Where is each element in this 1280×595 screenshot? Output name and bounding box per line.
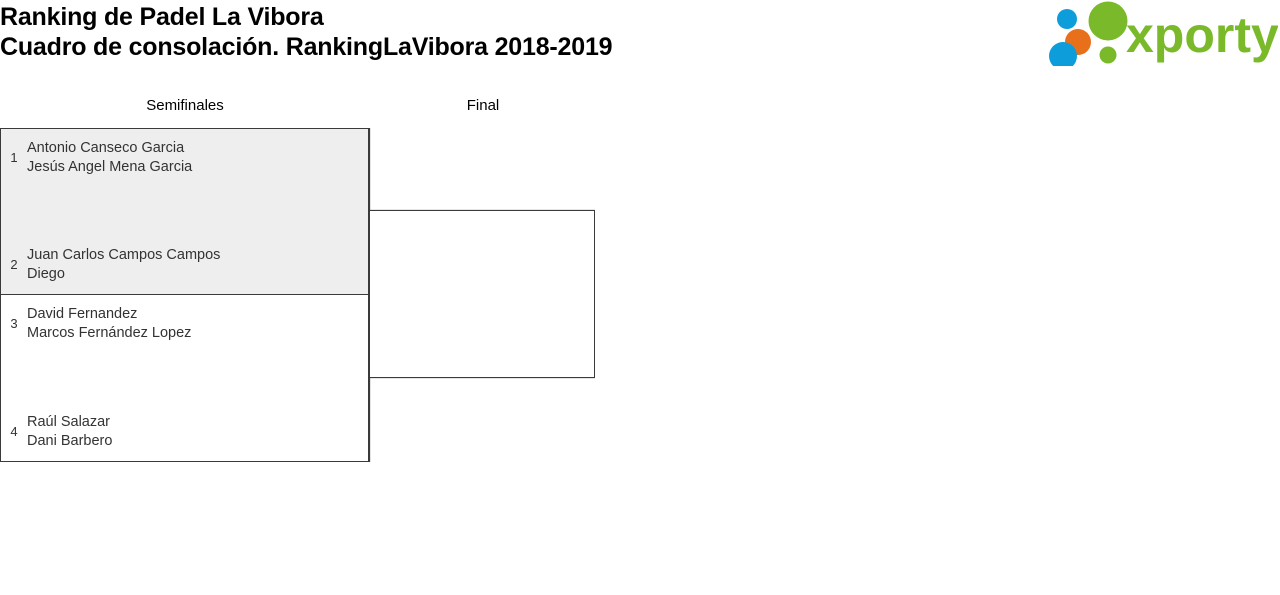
xporty-logo[interactable]: xporty xyxy=(1046,0,1278,66)
page-title-line-1: Ranking de Padel La Vibora xyxy=(0,3,324,31)
team-seed-2[interactable]: 2 Juan Carlos Campos Campos Diego xyxy=(1,246,220,284)
match-semifinal-2[interactable]: 3 David Fernandez Marcos Fernández Lopez… xyxy=(0,294,369,462)
player-name: Raúl Salazar xyxy=(27,414,111,430)
match-final[interactable] xyxy=(369,210,595,378)
player-names: Raúl Salazar Dani Barbero xyxy=(27,413,112,451)
player-name: David Fernandez xyxy=(27,306,138,322)
seed-number: 2 xyxy=(10,257,18,272)
player-name: Juan Carlos Campos Campos xyxy=(27,247,221,263)
player-name: Diego xyxy=(27,266,65,282)
logo-dot-blue-small xyxy=(1057,9,1077,29)
page-title: Ranking de Padel La Vibora Cuadro de con… xyxy=(0,2,613,62)
seed-number: 4 xyxy=(10,424,18,439)
round-header-final: Final xyxy=(466,97,500,114)
player-name: Marcos Fernández Lopez xyxy=(27,325,192,341)
round-header-semifinales: Semifinales xyxy=(146,97,224,114)
page-header: Ranking de Padel La Vibora Cuadro de con… xyxy=(0,0,1280,80)
player-name: Jesús Angel Mena Garcia xyxy=(27,159,193,175)
match-semifinal-1[interactable]: 1 Antonio Canseco Garcia Jesús Angel Men… xyxy=(0,128,369,295)
player-names: Antonio Canseco Garcia Jesús Angel Mena … xyxy=(27,139,192,177)
team-seed-4[interactable]: 4 Raúl Salazar Dani Barbero xyxy=(1,413,112,451)
logo-dot-green-small xyxy=(1099,46,1117,64)
player-names: Juan Carlos Campos Campos Diego xyxy=(27,246,220,284)
team-seed-1[interactable]: 1 Antonio Canseco Garcia Jesús Angel Men… xyxy=(1,139,192,177)
seed-number: 3 xyxy=(10,316,18,331)
page-title-subtitle: Cuadro de consolación. RankingLaVibora 2… xyxy=(0,33,613,61)
seed-number: 1 xyxy=(10,150,18,165)
team-seed-3[interactable]: 3 David Fernandez Marcos Fernández Lopez xyxy=(1,305,191,343)
player-names: David Fernandez Marcos Fernández Lopez xyxy=(27,305,191,343)
logo-wordmark: xporty xyxy=(1126,7,1278,63)
player-name: Dani Barbero xyxy=(27,433,113,449)
logo-dot-blue-large xyxy=(1049,42,1077,66)
player-name: Antonio Canseco Garcia xyxy=(27,140,185,156)
logo-dot-green-large xyxy=(1088,1,1128,41)
xporty-logo-icon: xporty xyxy=(1049,1,1278,66)
